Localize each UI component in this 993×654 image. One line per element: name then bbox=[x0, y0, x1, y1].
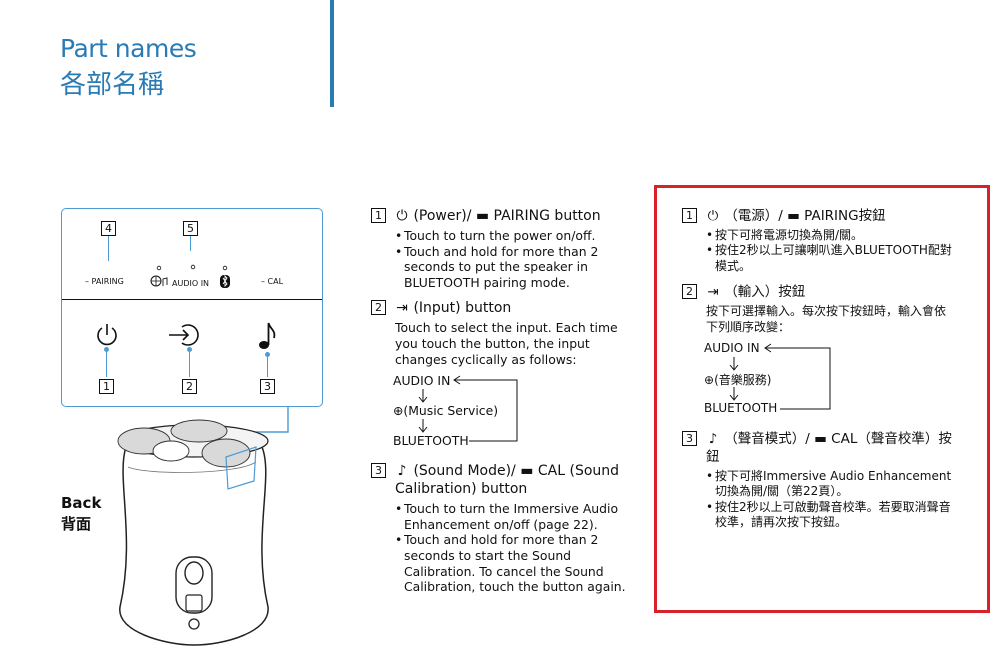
leader-line-2 bbox=[189, 349, 190, 377]
page-title-zh: 各部名稱 bbox=[60, 70, 165, 100]
sound-mode-icon bbox=[259, 322, 276, 349]
zh-bullet: 按住2秒以上可啟動聲音校準。若要取消聲音校準，請再次按下按鈕。 bbox=[706, 500, 952, 531]
zh-bullet: 按下可將Immersive Audio Enhancement切換為開/關（第2… bbox=[706, 469, 952, 500]
speaker-illustration bbox=[117, 419, 269, 646]
en-bullet: Touch and hold for more than 2 seconds t… bbox=[395, 532, 633, 594]
leader-line-4 bbox=[108, 236, 109, 261]
flow-step: BLUETOOTH bbox=[393, 433, 469, 449]
leader-dot-2 bbox=[187, 347, 192, 352]
leader-dot-1 bbox=[104, 347, 109, 352]
pairing-label: – PAIRING bbox=[85, 277, 124, 286]
callout-1: 1 bbox=[99, 379, 114, 394]
audio-in-led bbox=[190, 264, 196, 270]
back-label-en: Back bbox=[61, 494, 102, 512]
zh-item-power: 1 ⏻ （電源）/ ▬ PAIRING按鈕 按下可將電源切換為開/關。 按住2秒… bbox=[682, 207, 952, 274]
flow-step: ⊕(Music Service) bbox=[393, 403, 499, 419]
title-divider bbox=[330, 0, 334, 107]
chinese-descriptions: 1 ⏻ （電源）/ ▬ PAIRING按鈕 按下可將電源切換為開/關。 按住2秒… bbox=[682, 207, 952, 540]
zh-item-number: 1 bbox=[682, 208, 697, 223]
zh-item-text: 按下可選擇輸入。每次按下按鈕時，輸入會依下列順序改變： bbox=[706, 304, 947, 334]
en-item-number: 2 bbox=[371, 300, 386, 316]
en-item-power: 1 ⏻ (Power)/ ▬ PAIRING button Touch to t… bbox=[371, 207, 633, 290]
flow-step: ⊕(音樂服務) bbox=[704, 373, 772, 388]
control-panel-diagram: 4 5 – PAIRING AUDIO IN – CAL 1 2 3 bbox=[61, 208, 323, 407]
flow-arrows bbox=[418, 375, 518, 442]
flow-step: BLUETOOTH bbox=[704, 401, 778, 416]
en-item-sound-mode: 3 ♪ (Sound Mode)/ ▬ CAL (Sound Calibrati… bbox=[371, 462, 633, 595]
zh-bullet: 按住2秒以上可讓喇叭進入BLUETOOTH配對模式。 bbox=[706, 243, 952, 274]
music-service-icon: ⊕ bbox=[704, 373, 715, 388]
cal-label: – CAL bbox=[261, 277, 284, 286]
power-icon: ⏻ bbox=[396, 208, 408, 224]
input-icon bbox=[169, 324, 199, 346]
en-item-number: 3 bbox=[371, 463, 386, 479]
leader-line-3 bbox=[267, 354, 268, 377]
bluetooth-icon bbox=[220, 265, 230, 288]
en-item-heading: (Input) button bbox=[413, 300, 512, 317]
callout-5: 5 bbox=[183, 221, 198, 236]
callout-3: 3 bbox=[260, 379, 275, 394]
zh-item-input: 2 ⇥ （輸入）按鈕 按下可選擇輸入。每次按下按鈕時，輸入會依下列順序改變： A… bbox=[682, 283, 952, 421]
zh-item-sound-mode: 3 ♪ （聲音模式）/ ▬ CAL（聲音校準）按鈕 按下可將Immersive … bbox=[682, 430, 952, 531]
music-service-icon: ⊕ bbox=[393, 403, 404, 419]
callout-2: 2 bbox=[182, 379, 197, 394]
panel-leader bbox=[250, 406, 289, 433]
zh-input-flow: AUDIO IN ⊕(音樂服務) BLUETOOTH bbox=[704, 341, 952, 421]
audio-in-label: AUDIO IN bbox=[172, 279, 210, 288]
input-icon: ⇥ bbox=[396, 300, 408, 317]
zh-item-number: 2 bbox=[682, 284, 697, 300]
en-item-heading: (Power)/ ▬ PAIRING button bbox=[413, 208, 601, 224]
page-title-en: Part names bbox=[60, 34, 197, 63]
callout-4: 4 bbox=[101, 221, 116, 236]
input-icon: ⇥ bbox=[707, 284, 719, 301]
en-item-text: Touch to select the input. Each time you… bbox=[395, 320, 618, 367]
en-bullet: Touch to turn the Immersive Audio Enhanc… bbox=[395, 501, 633, 532]
music-service-icon bbox=[150, 265, 168, 287]
flow-step: AUDIO IN bbox=[704, 341, 760, 356]
power-icon bbox=[97, 324, 117, 346]
sound-mode-icon: ♪ bbox=[397, 463, 407, 480]
back-label-zh: 背面 bbox=[61, 515, 92, 533]
highlight-box bbox=[654, 185, 990, 613]
zh-item-heading: （聲音模式）/ ▬ CAL（聲音校準）按鈕 bbox=[706, 431, 952, 466]
power-icon: ⏻ bbox=[707, 208, 719, 224]
zh-item-number: 3 bbox=[682, 431, 697, 447]
leader-line-5 bbox=[190, 236, 191, 251]
zh-bullet: 按下可將電源切換為開/關。 bbox=[706, 228, 952, 244]
flow-step: AUDIO IN bbox=[393, 373, 451, 389]
en-bullet: Touch and hold for more than 2 seconds t… bbox=[395, 244, 633, 291]
en-bullet: Touch to turn the power on/off. bbox=[395, 228, 633, 244]
english-descriptions: 1 ⏻ (Power)/ ▬ PAIRING button Touch to t… bbox=[371, 207, 633, 604]
leader-dot-3 bbox=[265, 352, 270, 357]
sound-mode-icon: ♪ bbox=[708, 431, 718, 448]
panel-edge bbox=[62, 299, 322, 300]
en-input-flow: AUDIO IN ⊕(Music Service) BLUETOOTH bbox=[393, 373, 633, 453]
zh-item-heading: （輸入）按鈕 bbox=[724, 284, 806, 301]
flow-arrows bbox=[729, 343, 831, 410]
en-item-number: 1 bbox=[371, 208, 386, 223]
zh-item-heading: （電源）/ ▬ PAIRING按鈕 bbox=[724, 208, 886, 224]
en-item-heading: (Sound Mode)/ ▬ CAL (Sound Calibration) … bbox=[395, 463, 620, 498]
leader-line-1 bbox=[106, 349, 107, 377]
en-item-input: 2 ⇥ (Input) button Touch to select the i… bbox=[371, 299, 633, 453]
